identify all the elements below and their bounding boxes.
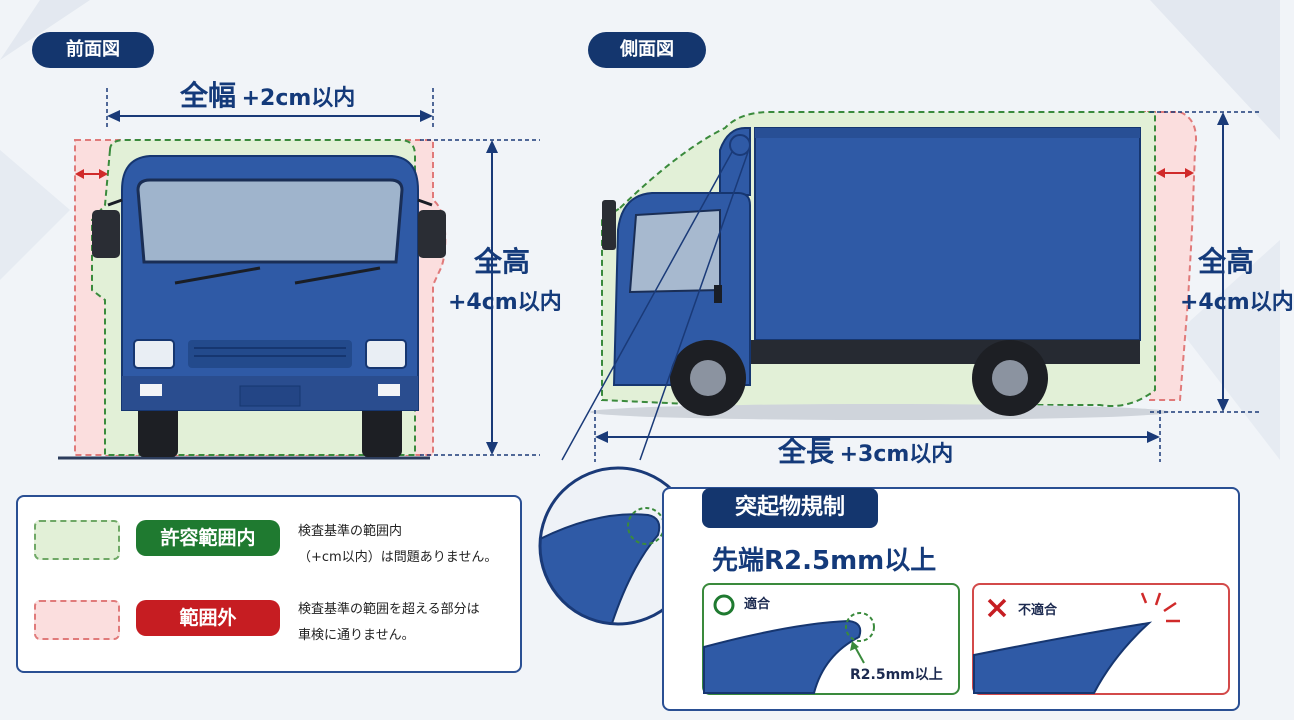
ok-example-panel: 適合 — [702, 583, 960, 695]
legend-allowed-desc-2: （+cm以内）は問題ありません。 — [298, 550, 498, 565]
ng-label: 不適合 — [1018, 603, 1058, 618]
sharp-edge-spark-icon — [1140, 592, 1180, 623]
protrusion-title: 突起物規制 — [702, 488, 878, 528]
side-view-diagram — [561, 111, 1260, 462]
ng-example-shape — [973, 592, 1180, 694]
legend-outside-desc-2: 車検に通りません。 — [298, 628, 415, 643]
front-height-tolerance: +4cm以内 — [448, 290, 562, 315]
side-height-label: 全高 — [1198, 245, 1255, 278]
front-width-label: 全幅 +2cm以内 — [180, 79, 356, 112]
side-view-title: 側面図 — [588, 32, 706, 68]
legend-outside-badge: 範囲外 — [136, 600, 280, 636]
side-length-label: 全長 +3cm以内 — [778, 435, 954, 468]
legend-outside-desc-1: 検査基準の範囲を超える部分は — [298, 602, 480, 617]
front-height-label: 全高 — [474, 245, 531, 278]
ng-example-panel: 不適合 — [972, 583, 1230, 695]
cargo-box — [754, 127, 1141, 341]
protrusion-subtitle: 先端R2.5mm以上 — [712, 546, 937, 576]
ng-cross-icon — [987, 598, 1007, 618]
legend-outside-swatch — [34, 600, 120, 640]
radius-label: R2.5mm以上 — [850, 667, 943, 683]
front-view-diagram — [58, 88, 540, 460]
ok-example-shape — [703, 612, 875, 694]
legend-allowed-swatch — [34, 520, 120, 560]
front-view-title: 前面図 — [32, 32, 154, 68]
side-height-tolerance: +4cm以内 — [1180, 290, 1294, 315]
truck-front — [92, 155, 446, 457]
ok-circle-icon — [713, 594, 735, 616]
zoom-detail-circle — [538, 466, 698, 626]
legend-allowed-desc-1: 検査基準の範囲内 — [298, 524, 403, 539]
ok-label: 適合 — [744, 597, 771, 612]
legend-allowed-badge: 許容範囲内 — [136, 520, 280, 556]
